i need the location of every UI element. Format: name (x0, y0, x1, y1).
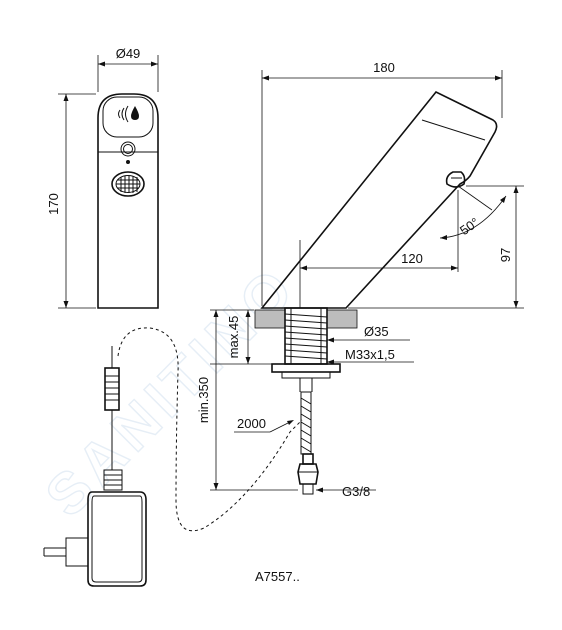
dimension-thread-m33: M33x1,5 (327, 347, 414, 365)
dimension-min-350: min.350 (196, 310, 298, 491)
label-diameter-35: Ø35 (364, 324, 389, 339)
label-height-97: 97 (498, 248, 513, 262)
dimension-height-170: 170 (46, 93, 96, 309)
label-connection-g38: G3/8 (342, 484, 370, 499)
dimension-diameter-35: Ø35 (327, 324, 410, 343)
supply-hose (297, 391, 319, 495)
label-diameter-49: Ø49 (116, 46, 141, 61)
countertop-section (254, 309, 358, 329)
dimension-max-45: max.45 (210, 309, 272, 365)
label-angle-50: 50° (457, 215, 482, 239)
label-cable-2000: 2000 (237, 416, 266, 431)
cable-connector (104, 367, 120, 411)
drawing-code: A7557.. (255, 569, 300, 584)
watermark: SANITINO (33, 253, 309, 529)
dimension-reach-120: 120 (300, 251, 458, 271)
label-length-180: 180 (373, 60, 395, 75)
label-max-45: max.45 (226, 316, 241, 359)
faucet-side-view (260, 90, 498, 309)
aerator-icon (111, 171, 145, 197)
sensor-icon (118, 105, 139, 123)
power-adapter (43, 469, 147, 587)
dimension-diameter-49: Ø49 (97, 46, 159, 92)
dimension-length-180: 180 (261, 60, 503, 306)
threaded-shank (271, 307, 341, 392)
dimension-height-97: 97 (348, 185, 524, 309)
dimension-angle-50: 50° (439, 185, 507, 272)
label-thread-m33: M33x1,5 (345, 347, 395, 362)
label-min-350: min.350 (196, 377, 211, 423)
label-height-170: 170 (46, 193, 61, 215)
power-cable (111, 327, 303, 532)
label-reach-120: 120 (401, 251, 423, 266)
dimension-connection-g38: G3/8 (316, 484, 376, 499)
dimension-cable-2000: 2000 (234, 416, 294, 433)
faucet-front-view (97, 93, 159, 309)
